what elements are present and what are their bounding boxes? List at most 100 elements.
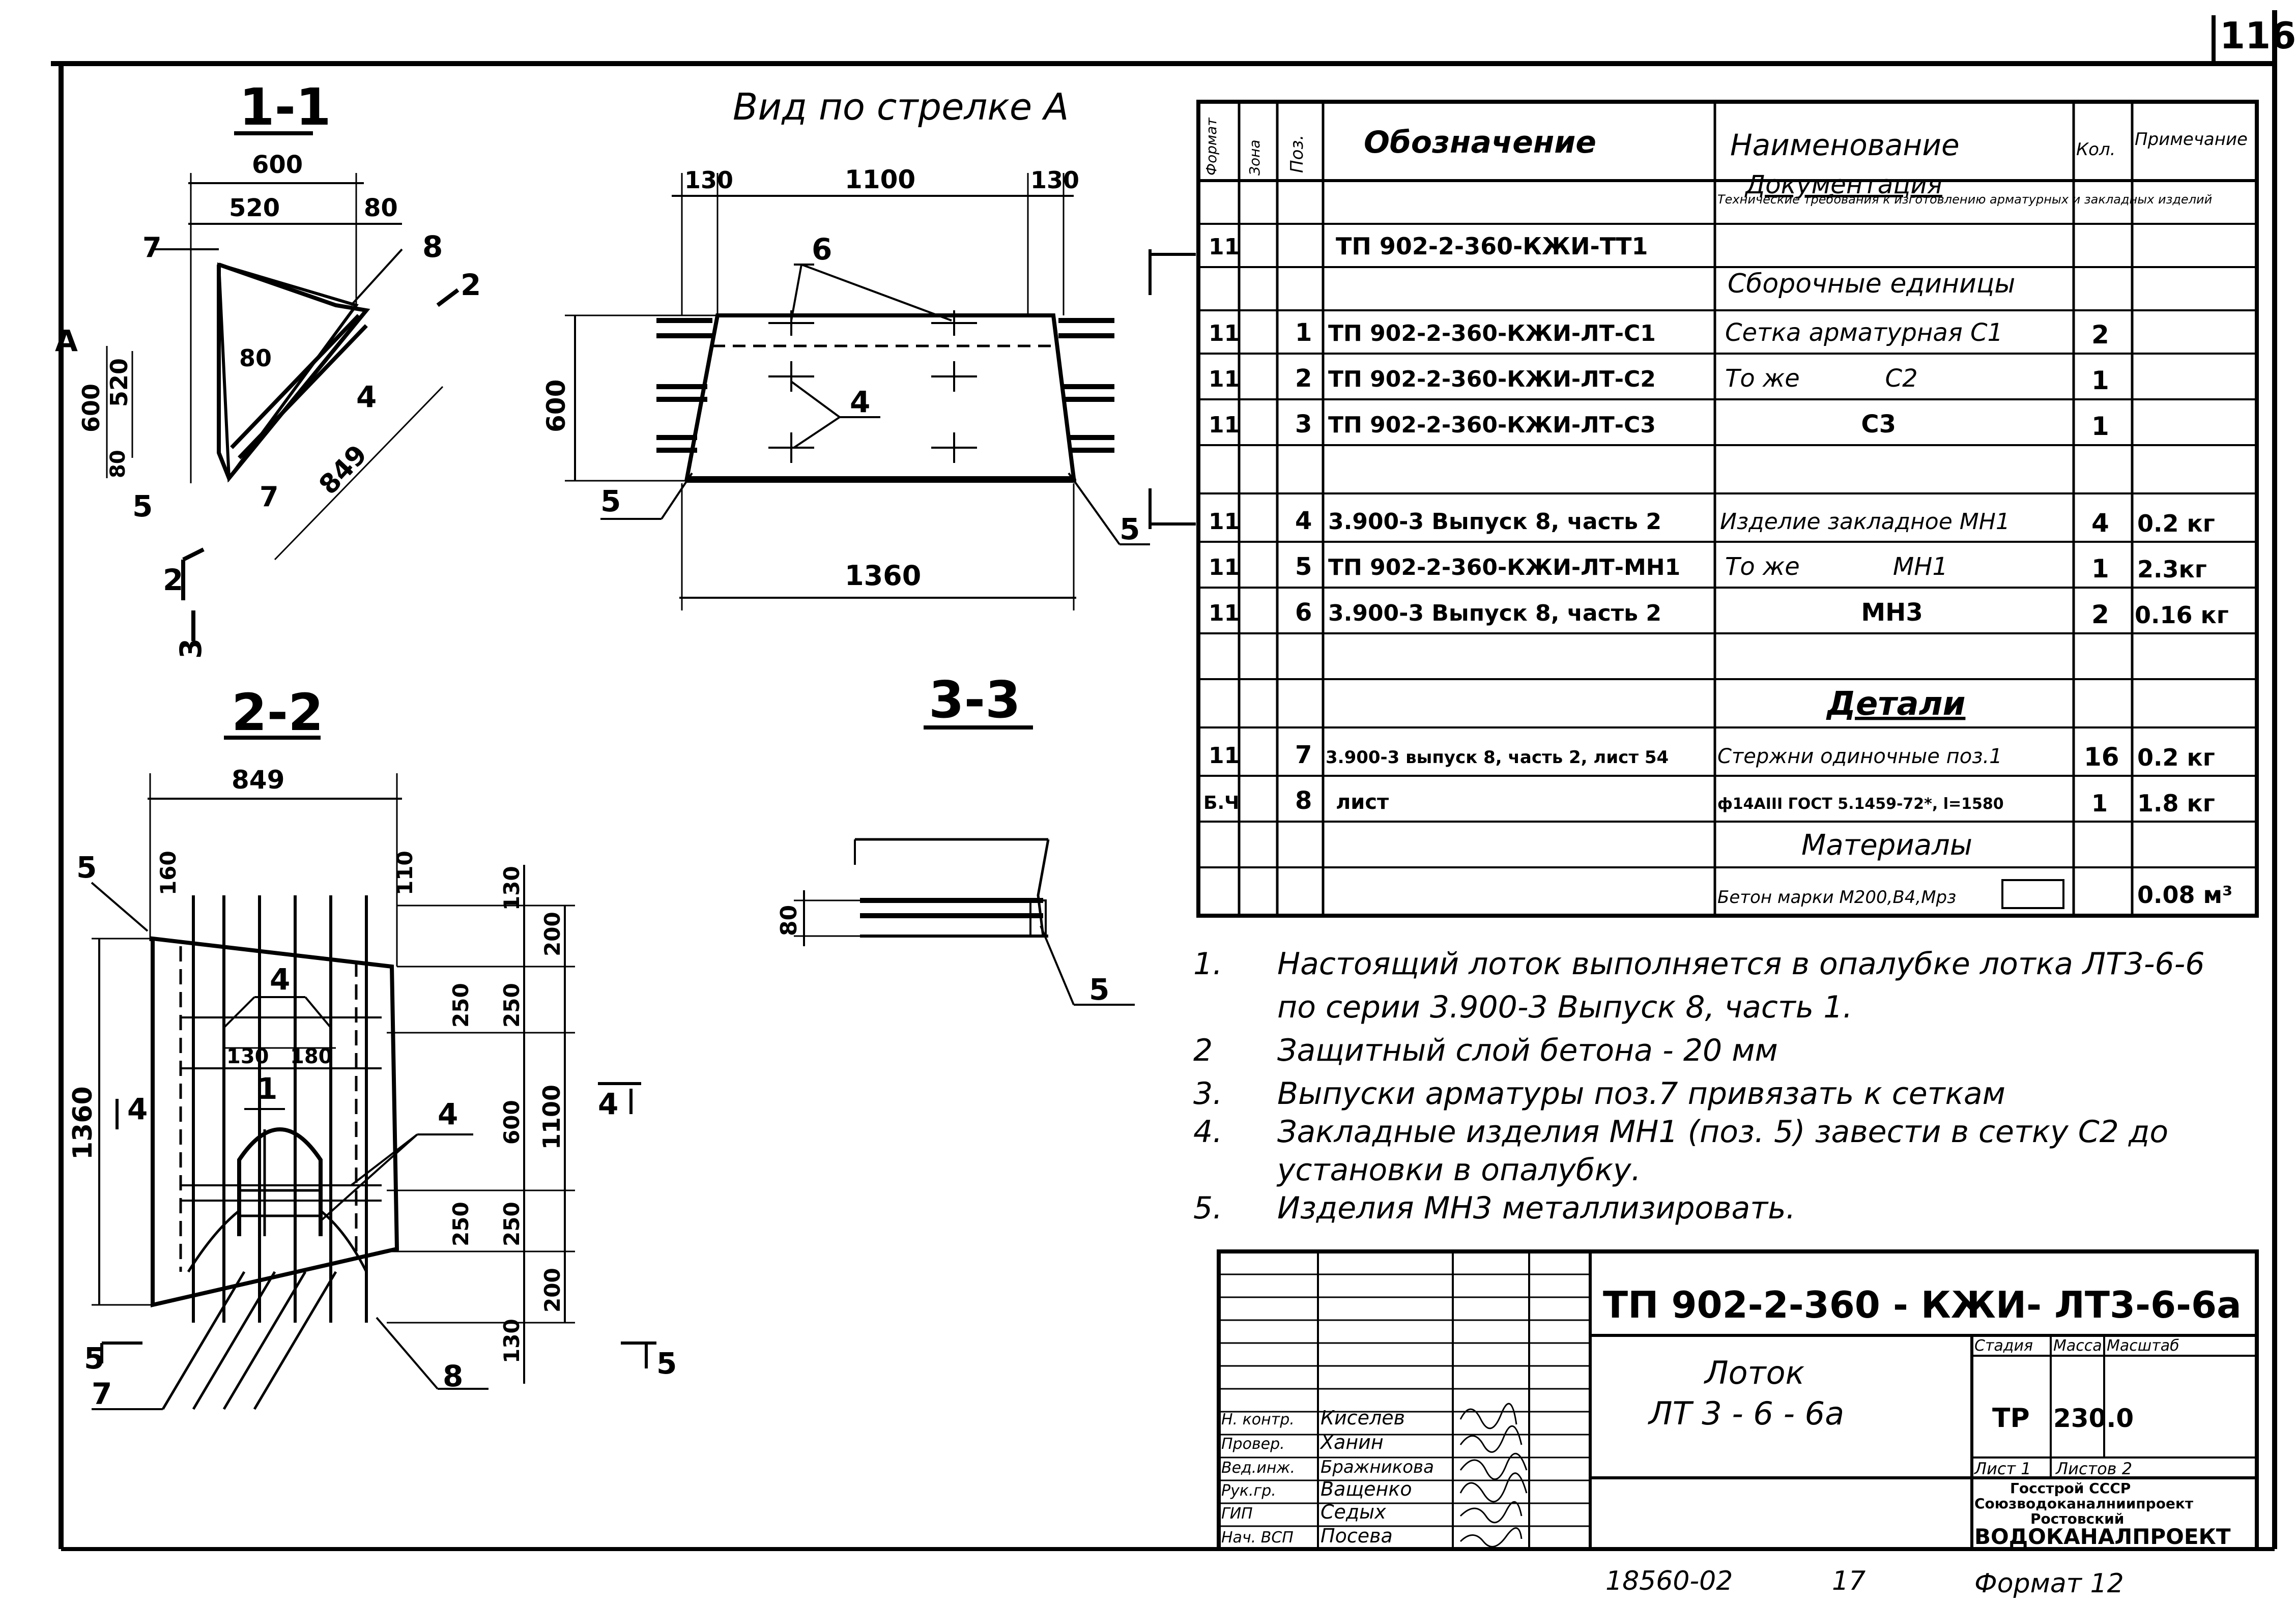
row-9-designation: 3.900-3 Выпуск 8, часть 2 — [1328, 600, 1661, 626]
note-1-num: 1. — [1193, 946, 1222, 982]
row-1-format: 11 — [1209, 234, 1240, 260]
dim-a-1100: 1100 — [845, 165, 915, 194]
row-7-designation: 3.900-3 Выпуск 8, часть 2 — [1328, 509, 1661, 535]
view-a: Вид по стрелке А 130 1100 130 — [541, 85, 1150, 610]
note-2-line-1: Защитный слой бетона - 20 мм — [1277, 1033, 1778, 1068]
dim-1-80v: 80 — [106, 450, 130, 478]
row-5-qty: 1 — [2091, 412, 2109, 441]
label-1-4: 4 — [356, 380, 377, 414]
dim-2-130a: 130 — [499, 866, 524, 911]
note-2-num: 2 — [1193, 1033, 1213, 1068]
dim-1-600v: 600 — [77, 384, 105, 432]
section-3-3: 3-3 80 5 — [776, 670, 1135, 1007]
dim-1-520v: 520 — [105, 358, 133, 407]
row-5-pos: 3 — [1295, 410, 1312, 439]
row-4-format: 11 — [1209, 366, 1240, 392]
label-a-5b: 5 — [1120, 512, 1140, 546]
org-4: ВОДОКАНАЛПРОЕКТ — [1974, 1524, 2231, 1549]
footer-format: Формат 12 — [1974, 1568, 2124, 1599]
label-1-7b: 7 — [260, 481, 279, 513]
th-designation: Обозначение — [1364, 125, 1596, 160]
row-13-qty: 1 — [2091, 790, 2108, 817]
stage-header: Стадия — [1974, 1337, 2033, 1355]
row-3-designation: ТП 902-2-360-КЖИ-ЛТ-С1 — [1328, 320, 1656, 346]
dim-2-250b: 250 — [499, 983, 524, 1028]
dim-3-80: 80 — [776, 905, 802, 936]
signatures — [1459, 1403, 1528, 1548]
section-2-2-title: 2-2 — [232, 683, 324, 742]
row-5-designation: ТП 902-2-360-КЖИ-ЛТ-С3 — [1328, 412, 1656, 438]
row-15-name: Бетон марки М200,В4,Мрз — [1717, 887, 1956, 908]
dim-2-1100: 1100 — [538, 1085, 565, 1150]
mass-header: Масса — [2053, 1337, 2102, 1355]
th-zone: Зона — [1246, 139, 1263, 176]
dim-2-849: 849 — [232, 765, 284, 795]
row-3-name: Сетка арматурная С1 — [1725, 318, 2003, 347]
dim-1-849: 849 — [313, 440, 374, 501]
row-7-name: Изделие закладное МН1 — [1720, 509, 2010, 535]
staff-5-name: Посева — [1321, 1525, 1393, 1547]
product-name-2: ЛТ 3 - 6 - 6а — [1648, 1395, 1844, 1432]
sheets-total: Листов 2 — [2055, 1459, 2132, 1478]
staff-0-role: Н. контр. — [1221, 1411, 1295, 1428]
note-4-line-1: Закладные изделия МН1 (поз. 5) завести в… — [1277, 1114, 2168, 1150]
view-a-title: Вид по стрелке А — [733, 85, 1069, 128]
staff-1-role: Провер. — [1221, 1435, 1285, 1453]
row-1-name: Технические требования к изготовлению ар… — [1717, 192, 2212, 207]
stage-value: ТР — [1992, 1403, 2030, 1434]
row-7-qty: 4 — [2091, 508, 2109, 538]
row-7-note: 0.2 кг — [2137, 510, 2215, 537]
page-number: 116 — [2220, 14, 2296, 57]
row-8-note: 2.3кг — [2137, 556, 2207, 583]
row-13-format: Б.Ч — [1203, 793, 1239, 813]
label-1-7a: 7 — [142, 231, 162, 264]
dim-2-1360: 1360 — [68, 1086, 98, 1160]
row-4-pos: 2 — [1295, 364, 1312, 393]
staff-3-name: Ващенко — [1321, 1478, 1412, 1500]
note-5-line-1: Изделия МН3 металлизировать. — [1277, 1190, 1796, 1226]
sheet-frame: 116 — [51, 10, 2296, 1551]
row-3-format: 11 — [1209, 320, 1240, 346]
scale-header: Масштаб — [2107, 1337, 2179, 1355]
th-note: Примечание — [2135, 129, 2248, 150]
org-2: Союзводоканалниипроект — [1974, 1495, 2194, 1512]
row-14-name: Материалы — [1801, 829, 1972, 862]
staff-0-name: Киселев — [1321, 1407, 1405, 1429]
dim-2-200b: 200 — [540, 1268, 565, 1313]
dim-2-250a: 250 — [448, 983, 473, 1028]
row-4-name: То же С2 — [1725, 364, 1918, 393]
row-13-designation: лист — [1336, 791, 1389, 814]
dim-2-250d: 250 — [499, 1202, 524, 1246]
staff-2-name: Бражникова — [1321, 1457, 1434, 1477]
label-2-1: 1 — [257, 1071, 277, 1106]
product-name-1: Лоток — [1704, 1354, 1805, 1391]
row-9-qty: 2 — [2091, 600, 2109, 629]
dim-2-180: 180 — [290, 1045, 333, 1068]
label-1-5: 5 — [132, 489, 153, 523]
row-12-pos: 7 — [1295, 741, 1312, 769]
row-4-qty: 1 — [2091, 366, 2109, 395]
row-3-pos: 1 — [1295, 318, 1312, 347]
row-9-pos: 6 — [1295, 598, 1312, 627]
row-0-name: Документация — [1744, 170, 1942, 199]
section-2-2: 2-2 849 7 8 — [68, 683, 677, 1411]
row-8-designation: ТП 902-2-360-КЖИ-ЛТ-МН1 — [1328, 555, 1680, 580]
footer: 18560-02 17 Формат 12 — [1605, 1566, 2124, 1599]
staff-2-role: Вед.инж. — [1221, 1459, 1295, 1477]
row-8-name: То же МН1 — [1725, 552, 1948, 581]
staff-1-name: Ханин — [1319, 1431, 1384, 1453]
label-1-a: A — [55, 324, 78, 358]
note-4-line-2: установки в опалубку. — [1276, 1152, 1641, 1188]
label-2-5br: 5 — [656, 1346, 677, 1381]
org-3: Ростовский — [2030, 1510, 2124, 1527]
row-13-pos: 8 — [1295, 786, 1312, 815]
label-a-5a: 5 — [600, 484, 621, 518]
section-1-1: 1-1 600 520 80 600 520 80 849 80 A 7 8 2… — [55, 77, 481, 659]
note-3-line-1: Выпуски арматуры поз.7 привязать к сетка… — [1277, 1076, 2005, 1112]
dim-2-130b: 130 — [499, 1319, 524, 1363]
spec-table: Формат Зона Поз. Обозначение Наименовани… — [1149, 100, 2259, 918]
note-3-num: 3. — [1193, 1076, 1222, 1112]
section-3-3-title: 3-3 — [929, 670, 1021, 730]
dim-2-160: 160 — [156, 851, 181, 895]
dim-1-80: 80 — [364, 194, 398, 222]
